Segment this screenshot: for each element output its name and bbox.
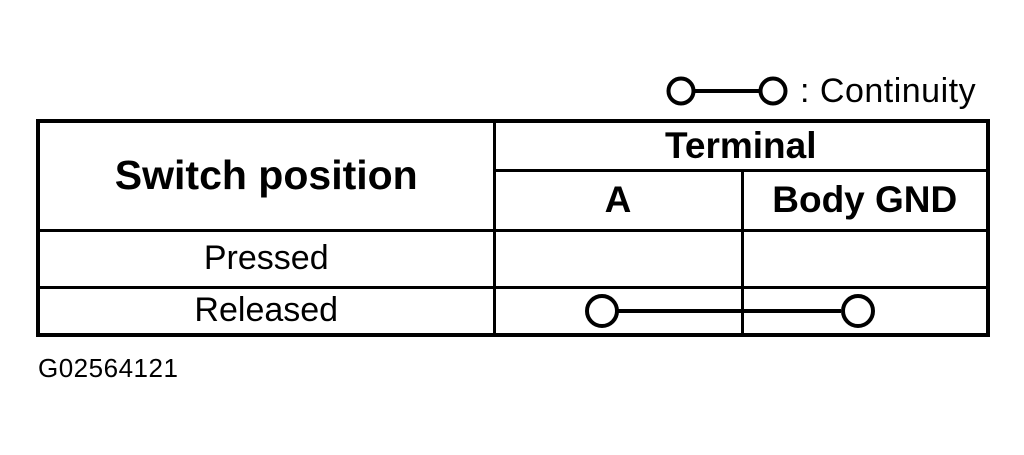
released-body-gnd-cell bbox=[740, 285, 990, 337]
table-row-pressed: Pressed bbox=[36, 228, 990, 289]
pressed-row-label: Pressed bbox=[36, 228, 496, 289]
continuity-symbol-icon bbox=[666, 76, 788, 106]
pressed-terminal-a-cell bbox=[492, 228, 744, 289]
figure-id: G02564121 bbox=[38, 353, 179, 383]
terminal-a-header-cell: A bbox=[492, 168, 744, 232]
switch-position-header-cell: Switch position bbox=[36, 119, 496, 232]
table-row-released: Released bbox=[36, 285, 990, 337]
terminal-body-gnd-header-cell: Body GND bbox=[740, 168, 990, 232]
switch-continuity-table: Switch position Terminal A Body GND Pres… bbox=[36, 119, 990, 337]
released-row-label: Released bbox=[36, 285, 496, 337]
terminal-header-cell: Terminal bbox=[492, 119, 990, 172]
released-terminal-a-cell bbox=[492, 285, 744, 337]
pressed-body-gnd-cell bbox=[740, 228, 990, 289]
continuity-legend-label: : Continuity bbox=[800, 71, 977, 110]
continuity-legend: : Continuity bbox=[664, 68, 976, 114]
